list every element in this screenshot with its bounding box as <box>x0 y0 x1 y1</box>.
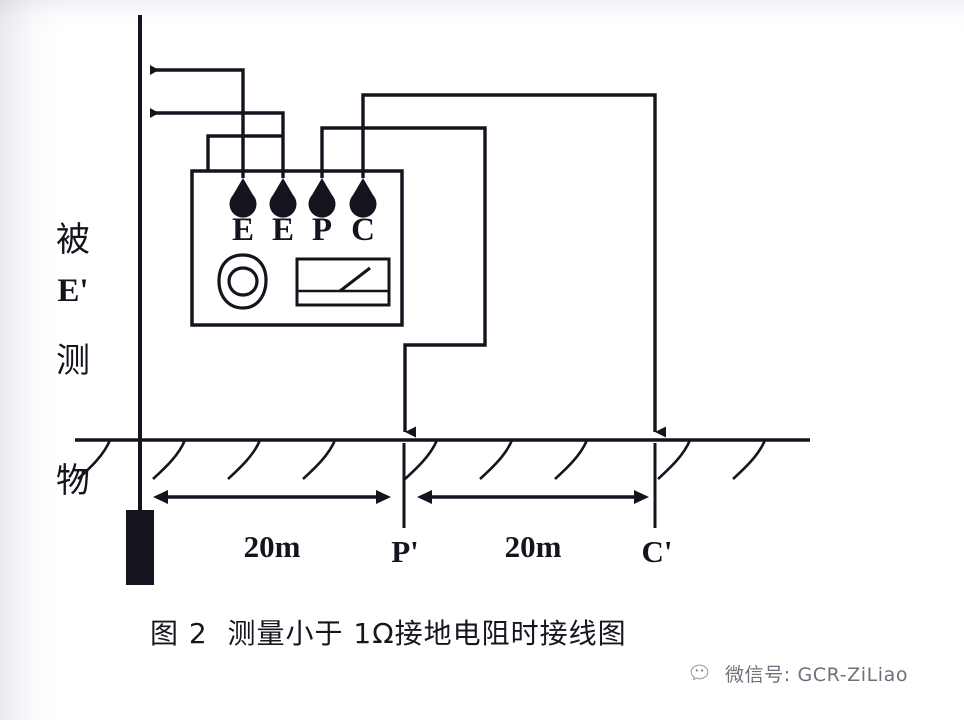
wechat-icon <box>690 664 709 681</box>
watermark-text: 微信号: GCR-ZiLiao <box>725 664 909 686</box>
terminal-label-e1: E <box>231 212 254 248</box>
hand-crank-knob <box>217 253 268 310</box>
wire-p-to-ground <box>320 126 487 438</box>
wire-e2-to-object <box>150 108 285 178</box>
object-label-char-1: 被 <box>56 220 90 261</box>
watermark: 微信号: GCR-ZiLiao <box>690 660 908 687</box>
terminal-label-p: P <box>311 212 333 248</box>
wire-c-to-ground <box>361 93 666 438</box>
figure-caption: 图 2 测量小于 1Ω接地电阻时接线图 <box>150 617 627 650</box>
node-label-c: C' <box>641 534 673 569</box>
object-label-char-2: 测 <box>56 340 90 381</box>
terminal-label-c: C <box>351 212 375 248</box>
object-label-char-3: 物 <box>56 460 90 501</box>
terminal-post-p <box>308 178 336 218</box>
terminal-label-e2: E <box>271 212 294 248</box>
terminal-post-e1 <box>229 178 257 218</box>
dimension-label-p-to-c: 20m <box>504 529 562 564</box>
grounding-electrode-block <box>126 510 154 585</box>
object-terminal-label: E' <box>57 273 89 309</box>
wire-e1-to-object <box>150 65 245 178</box>
wire-rail-left <box>206 134 283 171</box>
terminal-post-e2 <box>269 178 297 218</box>
analog-meter-display <box>295 257 391 307</box>
dimension-label-e-to-p: 20m <box>243 529 301 564</box>
ground-hatching <box>77 439 767 480</box>
node-label-p: P' <box>391 534 419 569</box>
object-under-test-label: 被 测 物 <box>46 140 100 581</box>
meter-needle <box>339 266 371 293</box>
terminal-post-c <box>349 178 377 218</box>
